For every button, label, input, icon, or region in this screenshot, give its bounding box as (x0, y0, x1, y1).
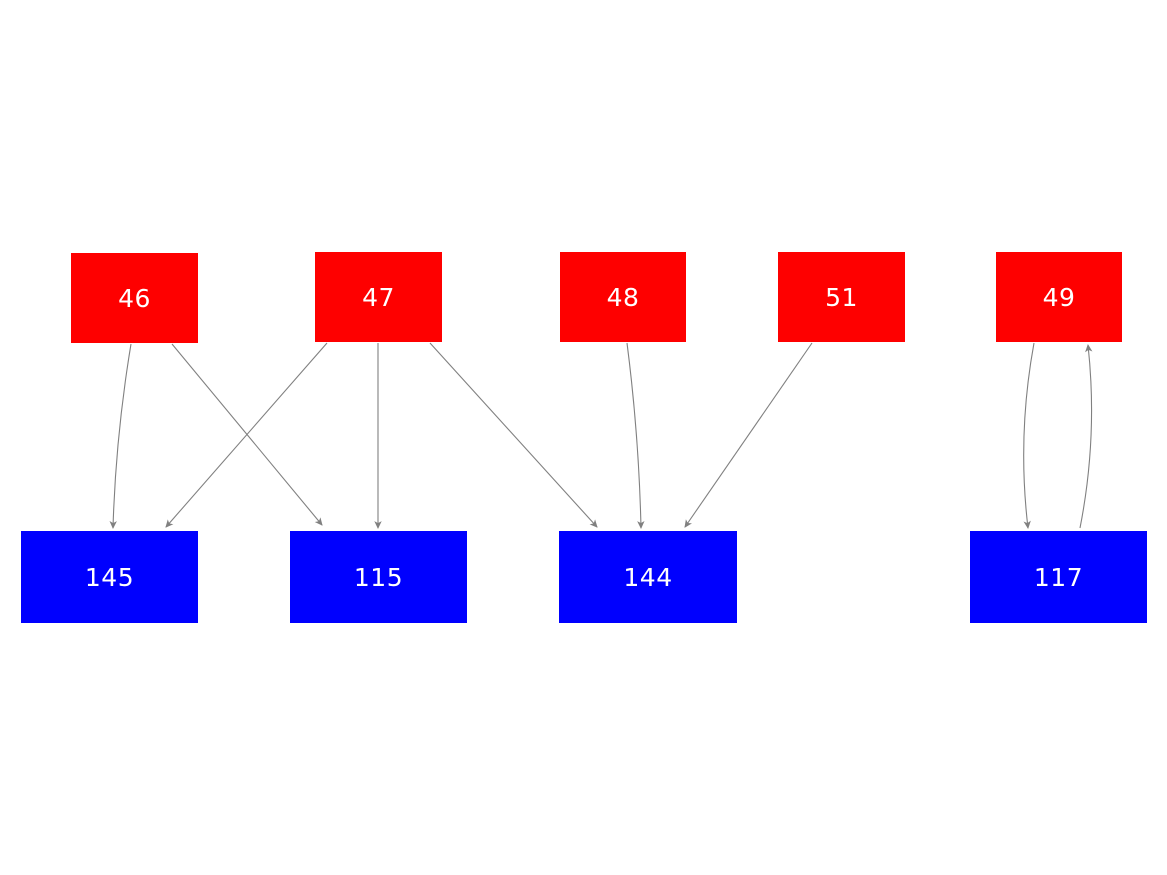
edges-group (109, 342, 1093, 529)
node-label-117: 117 (1033, 562, 1084, 592)
node-label-46: 46 (118, 283, 151, 313)
edge-117-to-49 (1079, 344, 1093, 529)
node-49[interactable]: 49 (996, 252, 1122, 342)
node-145[interactable]: 145 (21, 531, 198, 623)
edge-47-to-144 (429, 342, 598, 528)
edge-51-to-144 (684, 342, 813, 528)
node-47[interactable]: 47 (315, 252, 442, 342)
edge-46-to-145 (109, 343, 132, 529)
node-label-144: 144 (623, 562, 673, 592)
node-48[interactable]: 48 (560, 252, 686, 342)
edge-48-to-144 (626, 342, 645, 529)
node-label-49: 49 (1042, 282, 1076, 312)
node-144[interactable]: 144 (559, 531, 737, 623)
node-117[interactable]: 117 (970, 531, 1147, 623)
edge-47-to-145 (165, 342, 328, 528)
node-51[interactable]: 51 (778, 252, 905, 342)
node-label-48: 48 (606, 282, 640, 312)
node-115[interactable]: 115 (290, 531, 467, 623)
edge-46-to-115 (171, 343, 323, 526)
node-46[interactable]: 46 (71, 253, 198, 343)
node-label-51: 51 (825, 282, 858, 312)
node-label-115: 115 (353, 562, 404, 592)
node-label-47: 47 (362, 282, 395, 312)
node-label-145: 145 (84, 562, 135, 592)
edge-49-to-117 (1023, 342, 1035, 529)
